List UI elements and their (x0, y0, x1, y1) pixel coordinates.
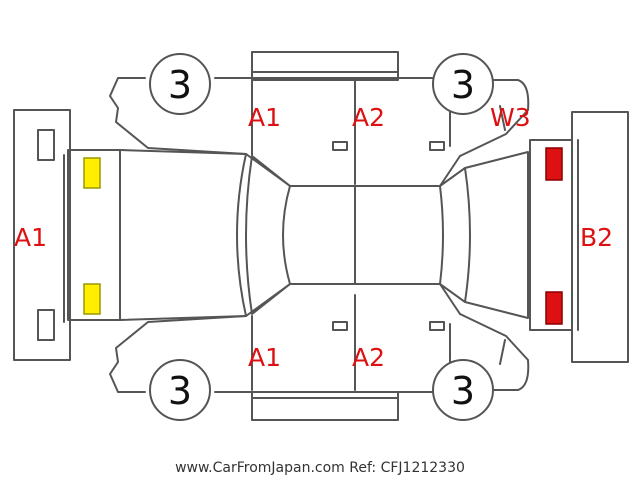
car-body-top-view (67, 149, 529, 321)
wheel-bottom-left-value: 3 (168, 369, 192, 413)
bottom-rail (251, 391, 399, 421)
rear-bumper (529, 111, 629, 363)
wheel-top-left: 3 (149, 53, 211, 115)
wheel-bottom-right: 3 (432, 359, 494, 421)
watermark-text: www.CarFromJapan.com Ref: CFJ1212330 (175, 460, 465, 476)
wheel-bottom-right-value: 3 (451, 369, 475, 413)
label-top-front-door: A1 (248, 103, 281, 132)
red-marker-bottom (545, 291, 563, 325)
label-bottom-front-door: A1 (248, 343, 281, 372)
red-marker-top (545, 147, 563, 181)
label-bottom-rear-door: A2 (352, 343, 385, 372)
yellow-marker-bottom (83, 283, 101, 315)
front-bumper (13, 109, 71, 361)
wheel-top-left-value: 3 (168, 63, 192, 107)
label-front-bumper: A1 (14, 223, 47, 252)
label-top-rear-panel: W3 (490, 103, 531, 132)
label-rear-bumper: B2 (580, 223, 613, 252)
bottom-side-view (109, 294, 530, 393)
wheel-top-right: 3 (432, 53, 494, 115)
wheel-top-right-value: 3 (451, 63, 475, 107)
wheel-bottom-left: 3 (149, 359, 211, 421)
top-rail (251, 51, 399, 81)
yellow-marker-top (83, 157, 101, 189)
label-top-rear-door: A2 (352, 103, 385, 132)
